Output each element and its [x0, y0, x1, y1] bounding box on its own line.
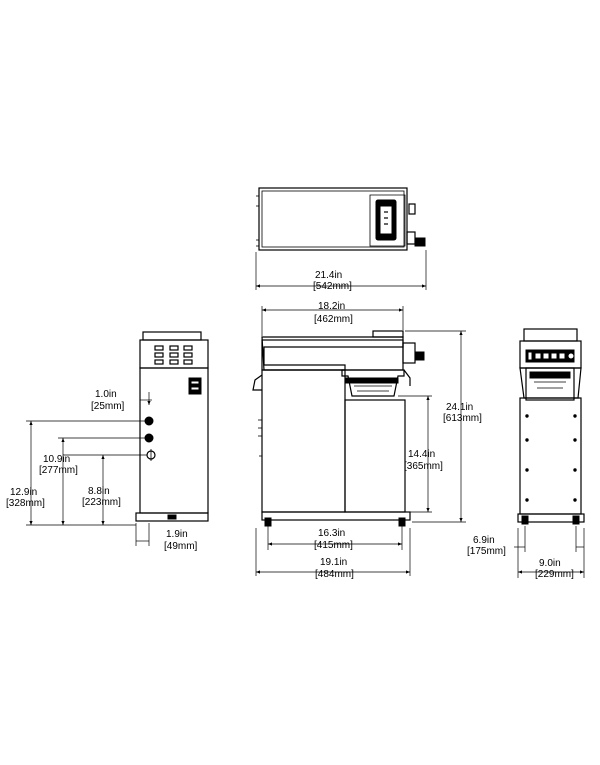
top-width-imperial: 21.4in: [315, 270, 342, 281]
height-metric: [613mm]: [443, 413, 482, 424]
funnel-clearance-imperial: 14.4in: [408, 449, 435, 460]
feet-spacing-side-metric: [415mm]: [314, 540, 353, 551]
front-width-narrow-metric: [229mm]: [535, 569, 574, 580]
side-view: [252, 330, 425, 527]
front-width-narrow-imperial: 9.0in: [539, 558, 561, 569]
dim-funnel-clearance: 14.4in [365mm]: [398, 395, 443, 513]
side-connection-2-metric: [328mm]: [6, 498, 45, 509]
dim-feet-spacing-side: 16.3in [415mm]: [267, 526, 403, 551]
side-offset-top-metric: [25mm]: [91, 401, 125, 412]
height-imperial: 24.1in: [446, 402, 473, 413]
dim-front-width: 18.2in [462mm]: [261, 301, 404, 336]
top-view: [256, 187, 426, 251]
dim-side-connections: 1.0in [25mm] 12.9in [328mm] 10.9in [277m…: [6, 389, 198, 552]
feet-spacing-side-imperial: 16.3in: [318, 528, 345, 539]
front-width-metric: [462mm]: [314, 314, 353, 325]
top-width-metric: [542mm]: [313, 281, 352, 292]
front-feet-imperial: 6.9in: [473, 535, 495, 546]
side-offset-top-imperial: 1.0in: [95, 389, 117, 400]
back-view: [135, 331, 209, 522]
side-offset-bottom-imperial: 1.9in: [166, 529, 188, 540]
dim-depth: 19.1in [484mm]: [255, 528, 411, 580]
front-view: [517, 328, 585, 525]
depth-metric: [484mm]: [315, 569, 354, 580]
front-feet-metric: [175mm]: [467, 546, 506, 557]
funnel-clearance-metric: [365mm]: [404, 461, 443, 472]
dim-top-width: 21.4in [542mm]: [255, 250, 427, 292]
dim-height: 24.1in [613mm]: [405, 330, 482, 523]
side-offset-bottom-metric: [49mm]: [164, 541, 198, 552]
side-connection-1-metric: [277mm]: [39, 465, 78, 476]
front-width-imperial: 18.2in: [318, 301, 345, 312]
depth-imperial: 19.1in: [320, 557, 347, 568]
side-connection-3-imperial: 8.8in: [88, 486, 110, 497]
side-connection-1-imperial: 10.9in: [43, 454, 70, 465]
side-connection-2-imperial: 12.9in: [10, 487, 37, 498]
side-connection-3-metric: [223mm]: [82, 497, 121, 508]
dim-front-view: 6.9in [175mm] 9.0in [229mm]: [467, 526, 585, 580]
